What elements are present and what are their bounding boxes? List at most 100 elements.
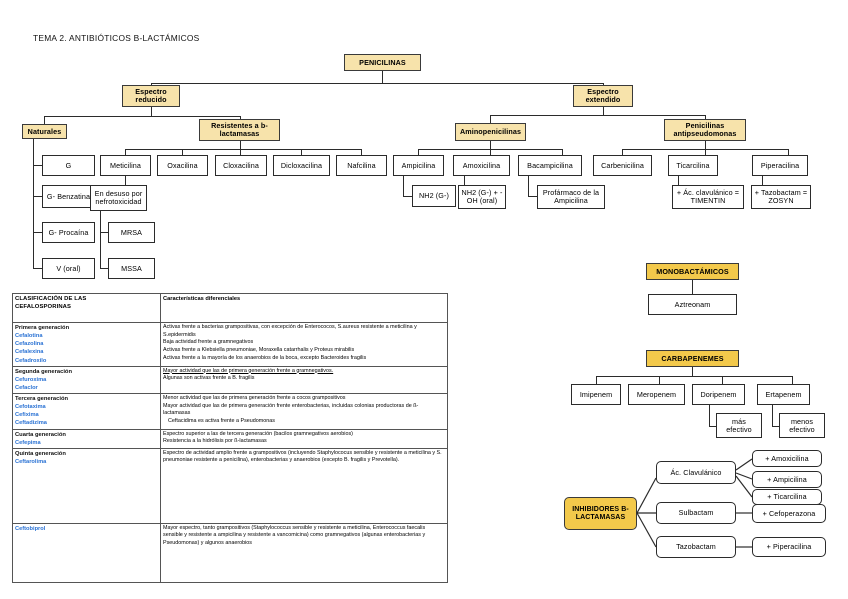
node-sulbactam: Sulbactam <box>656 502 736 524</box>
feature-text: Mayor espectro, tanto grampositivos (Sta… <box>163 524 426 547</box>
connector <box>125 149 127 155</box>
connector <box>735 475 753 498</box>
feature-text: Ceftacidima es activa frente a Pseudomon… <box>168 418 275 425</box>
generation-label: Tercera generación <box>15 396 69 402</box>
connector <box>403 176 405 196</box>
connector <box>735 458 753 471</box>
table-row: Quinta generación Ceftarolima Espectro d… <box>12 447 448 524</box>
drug-name: Cefotaxima <box>15 404 46 411</box>
connector <box>596 376 792 378</box>
node-ticarcilina: Ticarcilina <box>668 155 718 176</box>
connector <box>33 268 42 270</box>
connector <box>151 83 604 85</box>
node-penicilina-g: G <box>42 155 95 176</box>
node-doripenem: Doripenem <box>692 384 745 405</box>
connector <box>240 141 242 149</box>
row-generation-cell: Cuarta generación Cefepima <box>12 428 161 449</box>
connector <box>705 149 707 155</box>
connector <box>418 149 420 155</box>
node-nafcilina: Nafcilina <box>336 155 387 176</box>
node-ampicilina-note: NH2 (G-) <box>412 185 456 207</box>
node-carbapenemes: CARBAPENEMES <box>646 350 739 367</box>
node-combo-ticarcilina: + Ticarcilina <box>752 489 822 505</box>
node-bacampicilina-note: Profármaco de la Ampicilina <box>537 185 605 209</box>
node-desuso-nefrotoxicidad: En desuso por nefrotoxicidad <box>90 185 147 211</box>
connector <box>562 149 564 155</box>
node-combo-cefoperazona: + Cefoperazona <box>752 504 826 523</box>
drug-name: Cefazolina <box>15 341 44 348</box>
connector <box>125 176 127 185</box>
drug-name: Cefuroxima <box>15 376 47 383</box>
cefalosporinas-table: CLASIFICACIÓN DE LAS CEFALOSPORINAS Cara… <box>12 293 448 583</box>
drug-name: Ceftobiprol <box>15 525 46 532</box>
table-header-classification: CLASIFICACIÓN DE LAS CEFALOSPORINAS <box>12 293 161 323</box>
node-amoxicilina: Amoxicilina <box>453 155 510 176</box>
drug-name: Cefaclor <box>15 384 38 391</box>
connector <box>44 116 240 118</box>
connector <box>33 165 42 167</box>
connector <box>100 268 108 270</box>
feature-text: Espectro superior a las de tercera gener… <box>163 430 353 437</box>
connector <box>100 232 108 234</box>
connector <box>464 176 466 188</box>
connector <box>762 176 764 185</box>
connector <box>636 512 657 548</box>
node-penicilina-g-benzatina: G- Benzatina <box>42 185 95 208</box>
node-combo-piperacilina: + Piperacilina <box>752 537 826 557</box>
connector <box>33 232 42 234</box>
row-features-cell: Espectro de actividad amplio frente a gr… <box>160 447 448 524</box>
node-aminopenicilinas: Aminopenicilinas <box>455 123 526 141</box>
feature-text: Algunas son activas frente a B. fragilis <box>163 375 255 382</box>
connector <box>490 115 705 117</box>
connector <box>792 376 794 384</box>
row-generation-cell: Tercera generación Cefotaxima Cefixima C… <box>12 393 161 430</box>
node-piperacilina: Piperacilina <box>752 155 808 176</box>
connector <box>382 71 384 83</box>
drug-name: Cefalexina <box>15 349 44 356</box>
feature-text: Espectro de actividad amplio frente a gr… <box>163 449 442 464</box>
node-penicilinas: PENICILINAS <box>344 54 421 71</box>
connector <box>722 376 724 384</box>
node-penicilina-g-procaina: G- Procaína <box>42 222 95 243</box>
node-combo-amoxicilina: + Amoxicilina <box>752 450 822 467</box>
connector <box>151 107 153 116</box>
row-features-cell: Menor actividad que las de primera gener… <box>160 393 448 430</box>
row-generation-cell: Quinta generación Ceftarolima <box>12 447 161 524</box>
node-penicilinas-antipseudomonas: Penicilinas antipseudomonas <box>664 119 746 141</box>
node-ac-clavulanico: Ác. Clavulánico <box>656 461 736 484</box>
node-dicloxacilina: Dicloxacilina <box>273 155 330 176</box>
node-oxacilina: Oxacilina <box>157 155 208 176</box>
table-row: Tercera generación Cefotaxima Cefixima C… <box>12 393 448 430</box>
row-features-cell: Espectro superior a las de tercera gener… <box>160 428 448 449</box>
node-penicilina-v-oral: V (oral) <box>42 258 95 279</box>
node-espectro-extendido: Espectro extendido <box>573 85 633 107</box>
table-row: Cuarta generación Cefepima Espectro supe… <box>12 428 448 449</box>
connector <box>361 149 363 155</box>
node-resistentes-blactamasas: Resistentes a b-lactamasas <box>199 119 280 141</box>
connector <box>33 139 35 269</box>
connector <box>659 376 661 384</box>
connector <box>528 176 530 196</box>
page-title: TEMA 2. ANTIBIÓTICOS B-LACTÁMICOS <box>33 33 200 43</box>
node-inhibidores-blactamasas: INHIBIDORES B-LACTAMASAS <box>564 497 637 530</box>
row-generation-cell: Primera generación Cefalotina Cefazolina… <box>12 322 161 367</box>
header-line-2: CEFALOSPORINAS <box>15 304 72 311</box>
node-espectro-reducido: Espectro reducido <box>122 85 180 107</box>
feature-text: Baja actividad frente a gramnegativos <box>163 339 254 346</box>
connector <box>44 116 46 124</box>
feature-text: Mayor actividad que las de primera gener… <box>163 367 334 374</box>
drug-name: Cefepima <box>15 439 41 446</box>
node-meropenem: Meropenem <box>628 384 685 405</box>
drug-name: Cefixima <box>15 412 39 419</box>
row-generation-cell: Ceftobiprol <box>12 522 161 583</box>
feature-text: Activas frente a Klebsiella pneumoniae, … <box>163 347 355 354</box>
row-features-cell: Activas frente a bacterias grampositivas… <box>160 322 448 367</box>
connector <box>772 405 774 426</box>
connector <box>788 149 790 155</box>
node-ertapenem-note: menos efectivo <box>779 413 825 438</box>
header-line-1: CLASIFICACIÓN DE LAS <box>15 296 87 302</box>
node-imipenem: Imipenem <box>571 384 621 405</box>
table-row: Segunda generación Cefuroxima Cefaclor M… <box>12 365 448 395</box>
connector <box>403 196 412 198</box>
